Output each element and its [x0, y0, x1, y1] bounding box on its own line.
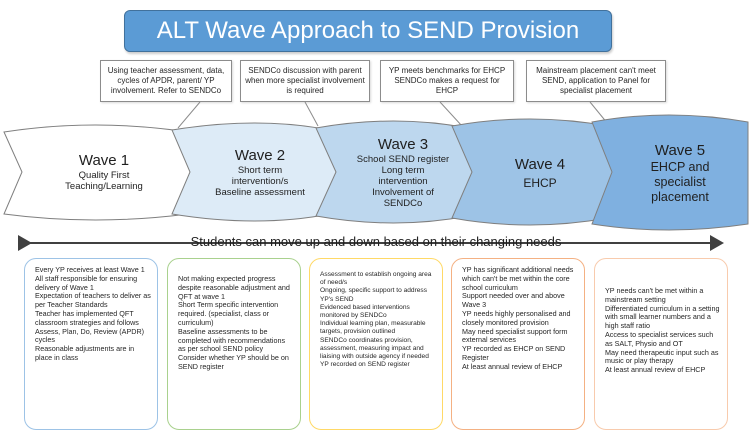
wave-4-detail-1: YP has significant additional needs whic…	[462, 265, 574, 292]
wave-4: Wave 4 EHCP	[472, 154, 608, 194]
wave-1-detail-4: Teacher has implemented QFT classroom st…	[35, 308, 145, 345]
wave-2-line-3: Baseline assessment	[215, 186, 305, 198]
wave-2-detail-3: Baseline assessments to be completed wit…	[178, 326, 286, 354]
wave-5-details: YP needs can't be met within a mainstrea…	[594, 258, 728, 430]
wave-3-line-4: Involvement of	[372, 186, 434, 198]
callout-wave-4: Mainstream placement can't meet SEND, ap…	[526, 60, 666, 102]
wave-1-title: Wave 1	[78, 152, 130, 169]
wave-1-detail-1: Every YP receives at least Wave 1	[35, 265, 145, 274]
wave-2-line-1: Short term	[237, 164, 283, 176]
wave-5-title: Wave 5	[654, 141, 706, 159]
wave-3-detail-6: YP recorded on SEND register	[320, 361, 410, 369]
wave-4-details: YP has significant additional needs whic…	[451, 258, 585, 430]
wave-5: Wave 5 EHCP and specialist placement	[612, 140, 748, 206]
wave-5-detail-3: Access to specialist services such as SA…	[605, 329, 714, 348]
wave-1-line-2: Teaching/Learning	[65, 181, 143, 192]
wave-5-line-2: specialist	[654, 174, 706, 189]
wave-5-line-3: placement	[651, 189, 709, 204]
connector-3	[439, 101, 463, 127]
wave-5-detail-2: Differentiated curriculum in a setting w…	[605, 303, 720, 331]
wave-4-detail-2: Support needed over and above Wave 3	[462, 291, 565, 310]
wave-3-detail-1: Assessment to establish ongoing area of …	[320, 271, 432, 287]
wave-2-detail-2: Short Term specific intervention require…	[178, 300, 279, 327]
wave-4-detail-6: At least annual review of EHCP	[462, 361, 563, 371]
callout-wave-1: Using teacher assessment, data, cycles o…	[100, 60, 232, 102]
connector-2	[304, 101, 319, 127]
wave-1-line-1: Quality First	[78, 170, 130, 181]
wave-3-line-3: intervention	[378, 175, 428, 187]
wave-5-detail-5: At least annual review of EHCP	[605, 365, 706, 375]
diagram-title: ALT Wave Approach to SEND Provision	[124, 10, 612, 52]
wave-2-details: Not making expected progress despite rea…	[167, 258, 301, 430]
wave-2-detail-4: Consider whether YP should be on SEND re…	[178, 353, 289, 371]
wave-2-line-2: intervention/s	[231, 175, 289, 187]
wave-5-line-1: EHCP and	[650, 159, 710, 174]
wave-2-title: Wave 2	[234, 146, 286, 164]
wave-5-detail-4: May need therapeutic input such as music…	[605, 347, 719, 366]
wave-2-detail-1: Not making expected progress despite rea…	[178, 274, 290, 301]
wave-3-detail-5: SENDCo coordinates provision, assessment…	[320, 336, 429, 361]
wave-3-detail-2: Ongoing, specific support to address YP'…	[320, 287, 428, 303]
wave-3-line-5: SENDCo	[383, 197, 423, 209]
wave-4-detail-5: YP recorded as EHCP on SEND Register	[462, 344, 566, 362]
wave-3: Wave 3 School SEND register Long term in…	[336, 135, 470, 209]
wave-3-line-2: Long term	[381, 164, 425, 176]
wave-4-detail-3: YP needs highly personalised and closely…	[462, 308, 571, 327]
arrow-label: Students can move up and down based on t…	[190, 234, 562, 249]
connector-1	[177, 101, 201, 129]
wave-5-shape	[591, 114, 749, 231]
wave-3-title: Wave 3	[377, 135, 429, 153]
wave-3-line-1: School SEND register	[356, 153, 450, 165]
wave-4-detail-4: May need specialist support form externa…	[462, 326, 568, 345]
wave-4-line-1: EHCP	[523, 176, 557, 190]
wave-3-details: Assessment to establish ongoing area of …	[309, 258, 443, 430]
wave-2: Wave 2 Short term intervention/s Baselin…	[190, 146, 330, 198]
wave-1-detail-5: Reasonable adjustments are in place in c…	[35, 344, 135, 362]
wave-4-title: Wave 4	[514, 156, 566, 173]
wave-1-detail-2: All staff responsible for ensuring deliv…	[35, 273, 138, 292]
callout-wave-2: SENDCo discussion with parent when more …	[240, 60, 370, 102]
wave-3-detail-3: Evidenced based interventions monitored …	[320, 303, 410, 320]
wave-5-detail-1: YP needs can't be met within a mainstrea…	[605, 286, 704, 304]
callout-wave-3: YP meets benchmarks for EHCP SENDCo make…	[380, 60, 514, 102]
wave-1-details: Every YP receives at least Wave 1 All st…	[24, 258, 158, 430]
wave-3-detail-4: Individual learning plan, measurable tar…	[320, 320, 426, 336]
wave-1-detail-3: Expectation of teachers to deliver as pe…	[35, 291, 151, 310]
wave-1: Wave 1 Quality First Teaching/Learning	[24, 152, 184, 192]
